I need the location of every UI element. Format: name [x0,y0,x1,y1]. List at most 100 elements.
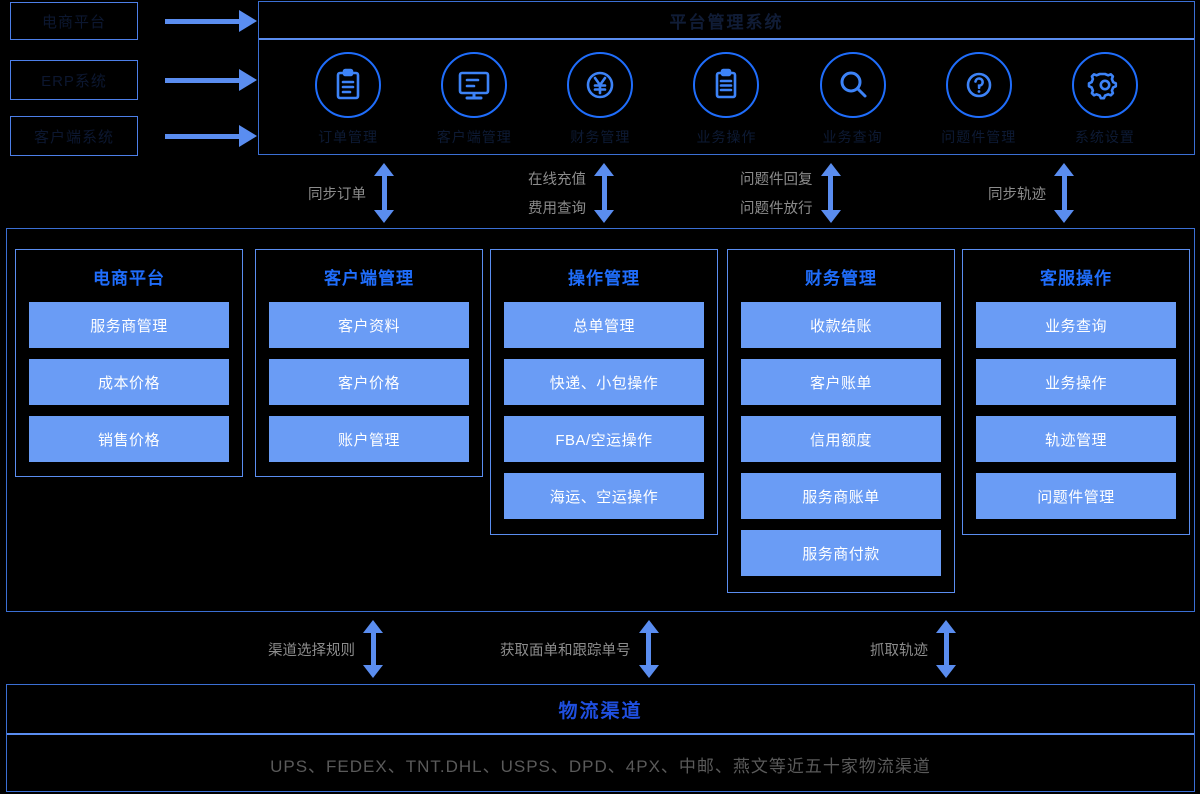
logistics-channel-title: 物流渠道 [7,685,1194,735]
arrow-shaft [943,633,949,665]
source-box-3[interactable]: 客户端系统 [10,116,138,156]
connector-label: 同步轨迹 [988,186,1046,203]
arrow-head-down [936,665,956,678]
source-box-1[interactable]: 电商平台 [10,2,138,40]
platform-module-finance[interactable]: 财务管理 [540,52,660,147]
platform-title: 平台管理系统 [259,2,1194,40]
arrow-head-up [594,163,614,176]
column-operation-management: 操作管理 总单管理 快递、小包操作 FBA/空运操作 海运、空运操作 [490,249,718,535]
connector-recharge-fee-labels: 在线充值 费用查询 [528,168,586,218]
column-item[interactable]: 销售价格 [29,416,229,462]
arrow-source-3-to-platform [165,125,257,147]
search-icon [819,52,886,118]
arrow-head-up [374,163,394,176]
column-item[interactable]: 问题件管理 [976,473,1176,519]
connector-sync-orders-labels: 同步订单 [308,183,366,204]
column-client-management: 客户端管理 客户资料 客户价格 账户管理 [255,249,483,477]
column-item[interactable]: 总单管理 [504,302,704,348]
column-title: 财务管理 [805,269,877,288]
arrow-shaft [1061,176,1067,210]
connector-recharge-fee: 在线充值 费用查询 [528,163,614,223]
arrow-shaft [370,633,376,665]
arrow-shaft [828,176,833,210]
column-item[interactable]: 服务商账单 [741,473,941,519]
column-title: 操作管理 [568,269,640,288]
connector-label: 费用查询 [528,201,586,217]
arrow-shaft [165,133,239,139]
column-item[interactable]: FBA/空运操作 [504,416,704,462]
connector-issue-handling-labels: 问题件回复 问题件放行 [740,168,813,218]
platform-module-operation-label: 业务操作 [696,129,757,145]
arrow-head [239,69,257,91]
source-box-2-label: ERP系统 [41,72,107,90]
arrow-head-up [638,620,659,633]
double-arrow-icon [936,620,956,678]
arrow-source-2-to-platform [165,69,257,91]
platform-module-order-label: 订单管理 [318,129,379,145]
column-customer-service: 客服操作 业务查询 业务操作 轨迹管理 问题件管理 [962,249,1190,535]
source-box-2[interactable]: ERP系统 [10,60,138,100]
column-title: 客户端管理 [324,269,414,288]
column-item[interactable]: 海运、空运操作 [504,473,704,519]
column-item[interactable]: 业务操作 [976,359,1176,405]
platform-module-settings[interactable]: 系统设置 [1045,52,1165,147]
arrow-head-down [638,665,659,678]
connector-label: 获取面单和跟踪单号 [500,642,631,659]
arrow-shaft [646,633,651,665]
column-item[interactable]: 轨迹管理 [976,416,1176,462]
connector-label: 在线充值 [528,172,586,188]
platform-module-client-label: 客户端管理 [436,129,512,145]
question-icon [945,52,1012,118]
source-box-1-label: 电商平台 [41,13,106,31]
column-item[interactable]: 服务商付款 [741,530,941,576]
column-title: 电商平台 [93,269,165,288]
column-item[interactable]: 客户价格 [269,359,469,405]
column-item[interactable]: 收款结账 [741,302,941,348]
connector-channel-rules: 渠道选择规则 [268,620,383,678]
yen-icon [567,52,634,118]
platform-module-finance-label: 财务管理 [570,129,631,145]
arrow-head-down [374,210,394,223]
connector-label: 渠道选择规则 [268,642,355,659]
column-title: 客服操作 [1040,269,1112,288]
connector-sync-tracking: 同步轨迹 [988,163,1074,223]
connector-sync-orders: 同步订单 [308,163,394,223]
column-item[interactable]: 信用额度 [741,416,941,462]
platform-module-settings-label: 系统设置 [1074,129,1135,145]
connector-label: 问题件放行 [740,201,813,217]
connector-issue-handling: 问题件回复 问题件放行 [740,163,841,223]
column-item[interactable]: 服务商管理 [29,302,229,348]
platform-module-order[interactable]: 订单管理 [288,52,408,147]
connector-channel-rules-labels: 渠道选择规则 [268,639,355,660]
arrow-head [239,125,257,147]
connector-fetch-tracking-labels: 抓取轨迹 [870,639,928,660]
column-item[interactable]: 账户管理 [269,416,469,462]
column-item[interactable]: 快递、小包操作 [504,359,704,405]
platform-module-issue[interactable]: 问题件管理 [919,52,1039,147]
column-item[interactable]: 业务查询 [976,302,1176,348]
connector-label: 同步订单 [308,186,366,203]
connector-sync-tracking-labels: 同步轨迹 [988,183,1046,204]
platform-icon-row: 订单管理 客户端管理 [259,40,1194,147]
column-finance-management: 财务管理 收款结账 客户账单 信用额度 服务商账单 服务商付款 [727,249,955,593]
arrow-shaft [165,18,239,24]
column-item[interactable]: 客户资料 [269,302,469,348]
double-arrow-icon [820,163,841,223]
platform-module-issue-label: 问题件管理 [941,129,1017,145]
connector-label-tracking-number: 获取面单和跟踪单号 [500,620,659,678]
platform-module-client[interactable]: 客户端管理 [414,52,534,147]
arrow-head-up [820,163,841,176]
double-arrow-icon [363,620,383,678]
arrow-head-up [1054,163,1074,176]
system-panel: 电商平台 服务商管理 成本价格 销售价格 客户端管理 客户资料 客户价格 账户管… [6,228,1195,612]
platform-module-query[interactable]: 业务查询 [793,52,913,147]
monitor-icon [441,52,508,118]
platform-module-operation[interactable]: 业务操作 [666,52,786,147]
arrow-head-down [820,210,841,223]
column-item[interactable]: 成本价格 [29,359,229,405]
column-item[interactable]: 客户账单 [741,359,941,405]
gear-icon [1071,52,1138,118]
connector-label: 抓取轨迹 [870,642,928,659]
platform-module-query-label: 业务查询 [822,129,883,145]
double-arrow-icon [374,163,394,223]
